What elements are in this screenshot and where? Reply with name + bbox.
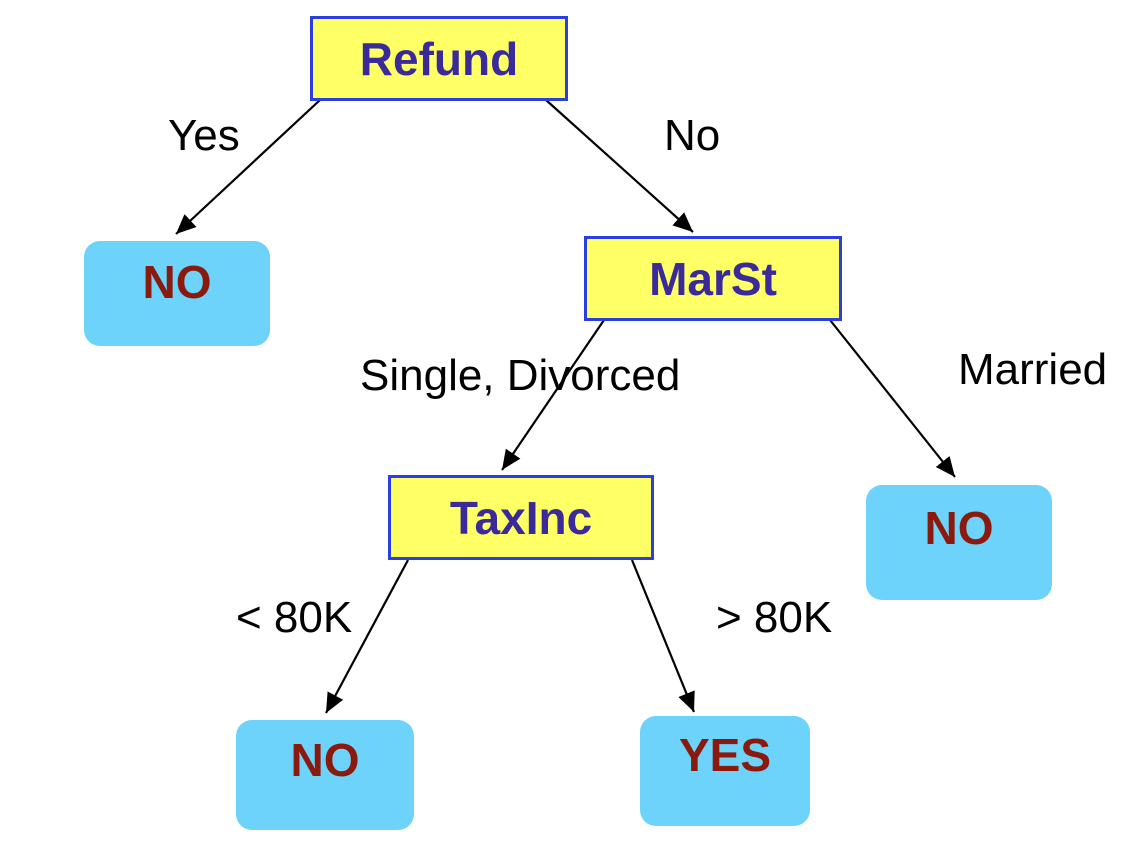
edge-taxinc-high — [630, 559, 696, 713]
leaf-refund-yes: NO — [84, 241, 270, 346]
leaf-taxinc-low: NO — [236, 720, 414, 830]
node-taxinc: TaxInc — [388, 475, 654, 560]
leaf-marst-married: NO — [866, 485, 1052, 600]
edge-label-single-divorced: Single, Divorced — [360, 351, 681, 400]
edge-label-yes: Yes — [168, 111, 240, 160]
node-marst: MarSt — [584, 236, 842, 321]
edge-label-low-income: < 80K — [236, 593, 353, 642]
edge-refund-yes — [175, 99, 321, 235]
edge-label-no: No — [664, 111, 721, 160]
edge-taxinc-low — [325, 559, 409, 714]
leaf-taxinc-high: YES — [640, 716, 810, 826]
edge-refund-no — [545, 99, 694, 233]
edge-label-married: Married — [958, 345, 1108, 394]
edge-label-high-income: > 80K — [716, 593, 833, 642]
node-refund: Refund — [310, 16, 568, 101]
edge-marst-single-divorced — [501, 319, 605, 471]
edge-marst-married — [829, 319, 956, 478]
